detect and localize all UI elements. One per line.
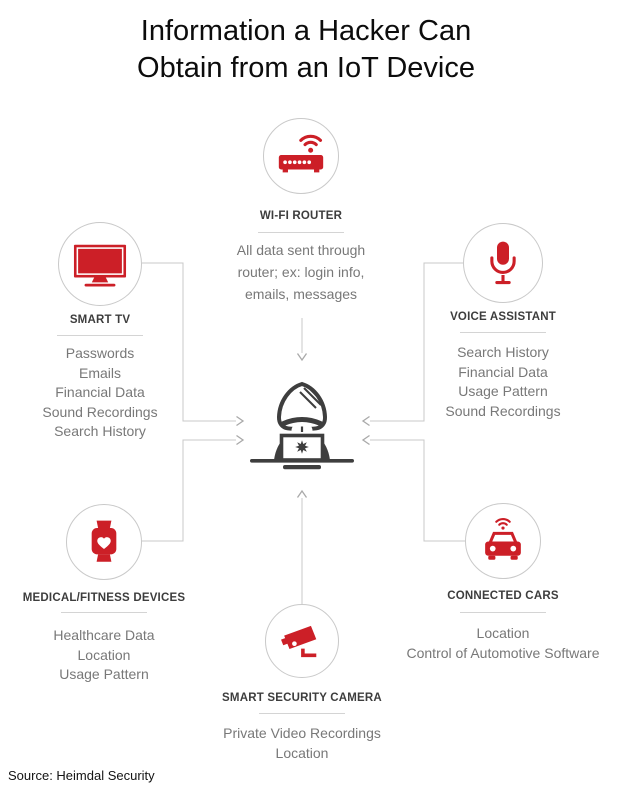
page-title-line-1: Information a Hacker Can xyxy=(140,15,472,47)
list-item: Healthcare Data xyxy=(53,627,155,643)
divider xyxy=(57,335,143,336)
list-item: Passwords xyxy=(65,345,135,361)
divider xyxy=(259,713,345,714)
list-item: Financial Data xyxy=(458,363,548,380)
page-title: Information a Hacker Can Obtain from an … xyxy=(0,13,612,87)
list-item: emails, messages xyxy=(244,286,358,302)
device-label: WI-FI ROUTER xyxy=(259,210,343,222)
device-label: CONNECTED CARS xyxy=(447,590,559,602)
device-label: SMART SECURITY CAMERA xyxy=(222,692,382,704)
list-item: Sound Recordings xyxy=(42,403,158,420)
arrow-left-icon xyxy=(361,415,370,427)
device-circle xyxy=(463,223,543,303)
list-item: Location xyxy=(77,646,131,663)
divider xyxy=(460,332,546,333)
device-data-list: Healthcare Data Location Usage Pattern xyxy=(53,626,154,685)
list-item: Usage Pattern xyxy=(59,666,149,682)
divider xyxy=(61,612,147,613)
device-data-list: Search History Financial Data Usage Patt… xyxy=(445,343,560,421)
list-item: Private Video Recordings xyxy=(223,725,381,741)
hacker-icon xyxy=(250,381,354,470)
device-label: SMART TV xyxy=(69,314,131,326)
gear-icon xyxy=(295,440,309,454)
device-node-voice-assistant: VOICE ASSISTANT Search History Financial… xyxy=(403,223,603,421)
connector-medical xyxy=(141,439,236,542)
device-circle xyxy=(265,604,339,678)
device-data-list: All data sent through router; ex: login … xyxy=(237,239,365,305)
device-node-security-camera: SMART SECURITY CAMERA Private Video Reco… xyxy=(202,604,402,763)
arrow-right-icon xyxy=(236,434,245,446)
source-text: Source: Heimdal Security xyxy=(8,768,155,783)
list-item: Emails xyxy=(78,364,121,381)
arrow-right-icon xyxy=(236,415,245,427)
connector-smart-tv xyxy=(142,262,236,422)
connector-cars xyxy=(370,439,465,542)
device-data-list: Private Video Recordings Location xyxy=(223,724,381,763)
wifi-router-icon xyxy=(278,134,324,173)
device-node-medical-fitness: MEDICAL/FITNESS DEVICES Healthcare Data … xyxy=(4,504,204,685)
list-item: Location xyxy=(476,625,530,641)
divider xyxy=(258,232,344,233)
cctv-camera-icon xyxy=(281,625,317,658)
device-node-wifi-router: WI-FI ROUTER All data sent through route… xyxy=(191,118,411,305)
device-data-list: Passwords Emails Financial Data Sound Re… xyxy=(42,344,157,442)
device-circle xyxy=(66,504,142,580)
arrow-left-icon xyxy=(361,434,370,446)
list-item: Control of Automotive Software xyxy=(406,644,600,661)
device-node-connected-cars: CONNECTED CARS Location Control of Autom… xyxy=(403,503,603,663)
device-label: VOICE ASSISTANT xyxy=(450,311,556,323)
microphone-icon xyxy=(490,241,516,285)
device-circle xyxy=(58,222,142,306)
arrow-up-icon xyxy=(296,489,308,498)
device-circle xyxy=(465,503,541,579)
fitness-watch-icon xyxy=(91,520,117,562)
device-node-smart-tv: SMART TV Passwords Emails Financial Data… xyxy=(0,222,200,442)
list-item: Search History xyxy=(54,423,146,439)
page-title-line-2: Obtain from an IoT Device xyxy=(137,52,475,84)
connected-car-icon xyxy=(485,517,521,560)
list-item: router; ex: login info, xyxy=(237,264,365,280)
list-item: Location xyxy=(275,744,329,761)
arrow-down-icon xyxy=(296,353,308,362)
list-item: Financial Data xyxy=(55,384,145,400)
device-circle xyxy=(263,118,339,194)
connector-voice xyxy=(370,262,464,422)
list-item: Sound Recordings xyxy=(445,402,561,419)
divider xyxy=(460,612,546,613)
list-item: Usage Pattern xyxy=(458,383,548,399)
list-item: All data sent through xyxy=(236,242,366,258)
list-item: Search History xyxy=(457,344,549,360)
device-label: MEDICAL/FITNESS DEVICES xyxy=(22,592,186,604)
smart-tv-icon xyxy=(73,244,127,287)
device-data-list: Location Control of Automotive Software xyxy=(407,624,600,663)
